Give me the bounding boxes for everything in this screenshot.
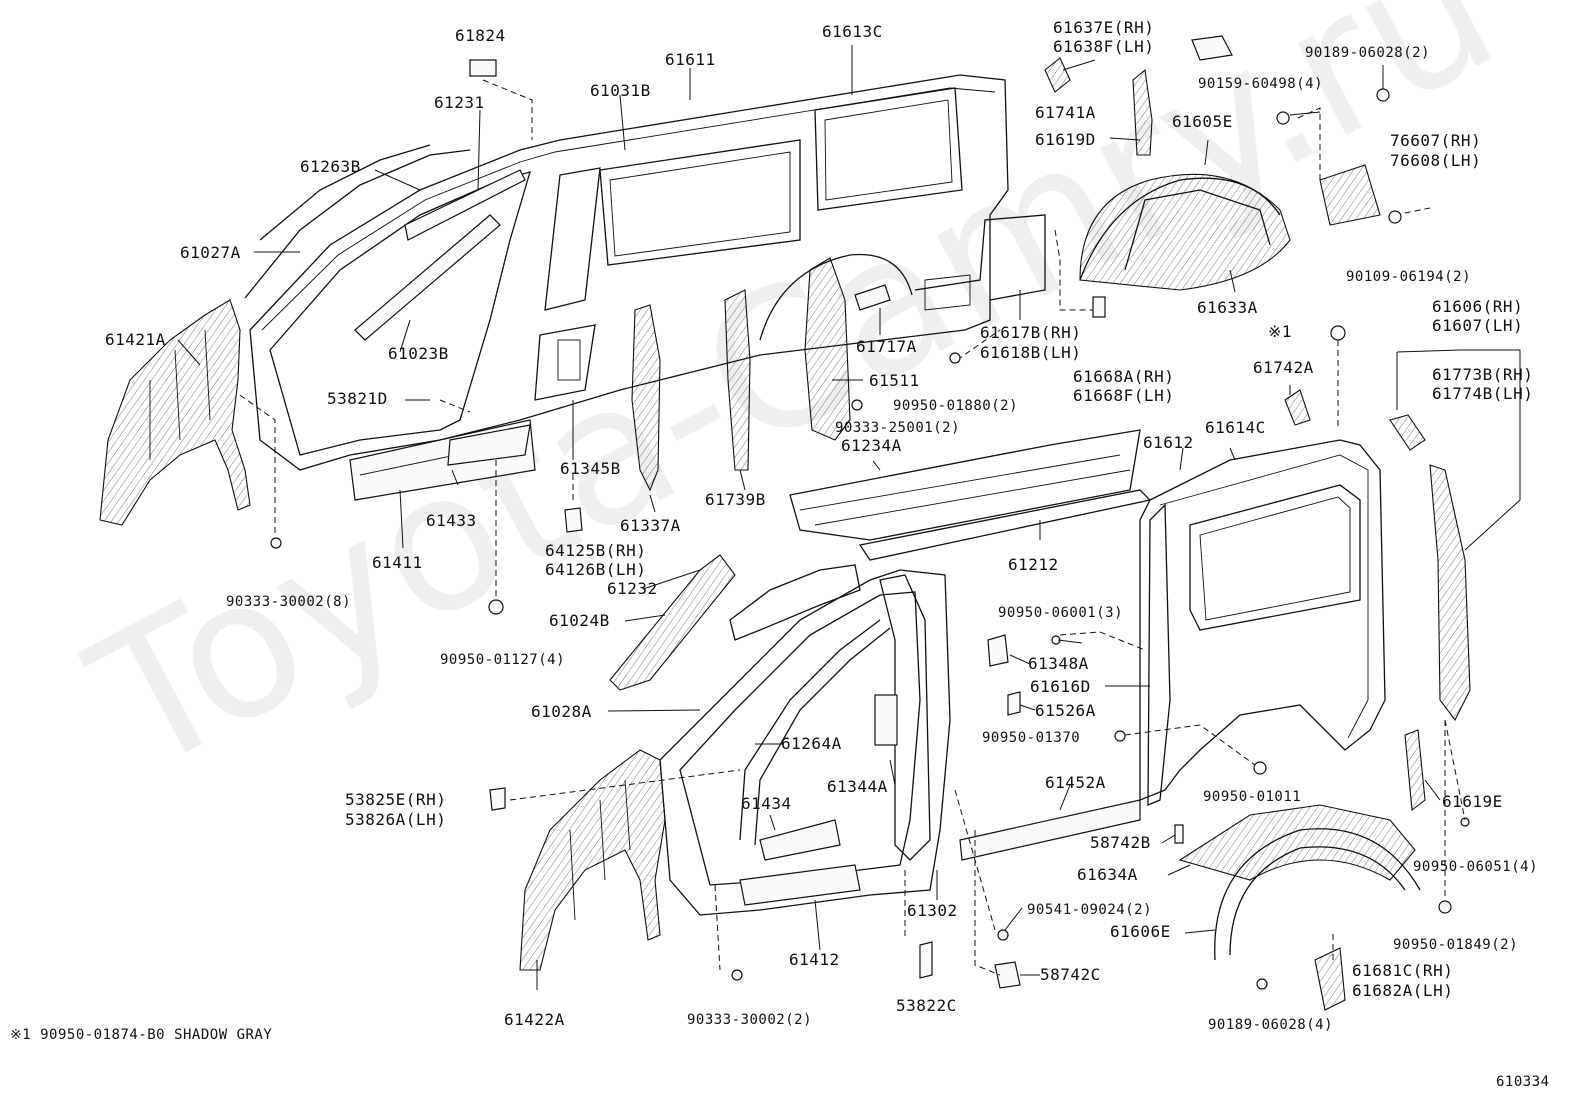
label-61433: 61433: [426, 511, 477, 530]
label-90333-30002-2: 90333-30002(2): [687, 1012, 813, 1028]
label-61682A: 61682A(LH): [1352, 981, 1454, 1000]
label-61616D: 61616D: [1030, 677, 1091, 696]
lower-leader-lines: [509, 340, 1521, 990]
label-90950-01127: 90950-01127(4): [440, 652, 566, 668]
label-61234A: 61234A: [841, 436, 902, 455]
label-76607: 76607(RH): [1390, 131, 1482, 150]
label-90333-25001: 90333-25001(2): [835, 420, 961, 436]
label-61605E: 61605E: [1172, 112, 1233, 131]
label-61619E: 61619E: [1442, 792, 1503, 811]
label-61212: 61212: [1008, 555, 1059, 574]
label-61412: 61412: [789, 950, 840, 969]
fastener-markers: [270, 88, 1470, 990]
label-61618B: 61618B(LH): [980, 343, 1082, 362]
label-53822C: 53822C: [896, 996, 957, 1015]
label-76608: 76608(LH): [1390, 151, 1482, 170]
label-61717A: 61717A: [856, 337, 917, 356]
label-61023B: 61023B: [388, 344, 449, 363]
upper-leader-lines: [177, 45, 1431, 600]
label-61633A: 61633A: [1197, 298, 1258, 317]
label-61452A: 61452A: [1045, 773, 1106, 792]
label-90109-06194: 90109-06194(2): [1346, 269, 1472, 285]
label-61774B: 61774B(LH): [1432, 384, 1534, 403]
figure-code: 610334: [1496, 1074, 1550, 1090]
label-61345B: 61345B: [560, 459, 621, 478]
label-90950-06051: 90950-06051(4): [1413, 859, 1539, 875]
label-53821D: 53821D: [327, 389, 388, 408]
label-58742B: 58742B: [1090, 833, 1151, 852]
label-64126B: 64126B(LH): [545, 560, 647, 579]
label-90159-60498: 90159-60498(4): [1198, 76, 1324, 92]
label-61824: 61824: [455, 26, 506, 45]
label-61263B: 61263B: [300, 157, 361, 176]
label-61773B: 61773B(RH): [1432, 365, 1534, 384]
label-90950-01849: 90950-01849(2): [1393, 937, 1519, 953]
label-61421A: 61421A: [105, 330, 166, 349]
label-61607: 61607(LH): [1432, 316, 1524, 335]
label-61526A: 61526A: [1035, 701, 1096, 720]
label-61638F: 61638F(LH): [1053, 37, 1155, 56]
label-61739B: 61739B: [705, 490, 766, 509]
label-61634A: 61634A: [1077, 865, 1138, 884]
label-61422A: 61422A: [504, 1010, 565, 1029]
footnote-description: SHADOW GRAY: [174, 1027, 273, 1043]
label-61232: 61232: [607, 579, 658, 598]
label-61681C: 61681C(RH): [1352, 961, 1454, 980]
label-61434: 61434: [741, 794, 792, 813]
footnote-marker: ※1: [10, 1027, 32, 1043]
label-53825E: 53825E(RH): [345, 790, 447, 809]
label-61619D: 61619D: [1035, 130, 1096, 149]
label-90950-06001: 90950-06001(3): [998, 605, 1124, 621]
label-61668A: 61668A(RH): [1073, 367, 1175, 386]
label-61511: 61511: [869, 371, 920, 390]
upper-side-panel-assembly: [99, 35, 1381, 526]
label-61617B: 61617B(RH): [980, 323, 1082, 342]
label-90189-06028-2: 90189-06028(2): [1305, 45, 1431, 61]
label-61613C: 61613C: [822, 22, 883, 41]
label-61742A: 61742A: [1253, 358, 1314, 377]
footnote: ※1 90950-01874-B0 SHADOW GRAY: [10, 1026, 272, 1044]
label-90950-01370: 90950-01370: [982, 730, 1081, 746]
label-90333-30002-8: 90333-30002(8): [226, 594, 352, 610]
label-90950-01011: 90950-01011: [1203, 789, 1302, 805]
label-90189-06028-4: 90189-06028(4): [1208, 1017, 1334, 1033]
label-90541-09024: 90541-09024(2): [1027, 902, 1153, 918]
footnote-part-number: 90950-01874-B0: [40, 1027, 166, 1043]
label-61031B: 61031B: [590, 81, 651, 100]
label-61344A: 61344A: [827, 777, 888, 796]
label-64125B: 64125B(RH): [545, 541, 647, 560]
label-53826A: 53826A(LH): [345, 810, 447, 829]
label-61302: 61302: [907, 901, 958, 920]
label-61027A: 61027A: [180, 243, 241, 262]
label-90950-01880: 90950-01880(2): [893, 398, 1019, 414]
label-61348A: 61348A: [1028, 654, 1089, 673]
label-61614C: 61614C: [1205, 418, 1266, 437]
label-61611: 61611: [665, 50, 716, 69]
label-61606: 61606(RH): [1432, 297, 1524, 316]
label-61231: 61231: [434, 93, 485, 112]
label-footnote-marker: ※1: [1268, 322, 1293, 341]
label-61741A: 61741A: [1035, 103, 1096, 122]
lower-side-panel-assembly: [489, 389, 1471, 1011]
label-61668F: 61668F(LH): [1073, 386, 1175, 405]
label-58742C: 58742C: [1040, 965, 1101, 984]
label-61637E: 61637E(RH): [1053, 18, 1155, 37]
label-61028A: 61028A: [531, 702, 592, 721]
label-61024B: 61024B: [549, 611, 610, 630]
label-61264A: 61264A: [781, 734, 842, 753]
label-61337A: 61337A: [620, 516, 681, 535]
label-61411: 61411: [372, 553, 423, 572]
label-61612: 61612: [1143, 433, 1194, 452]
label-61606E: 61606E: [1110, 922, 1171, 941]
